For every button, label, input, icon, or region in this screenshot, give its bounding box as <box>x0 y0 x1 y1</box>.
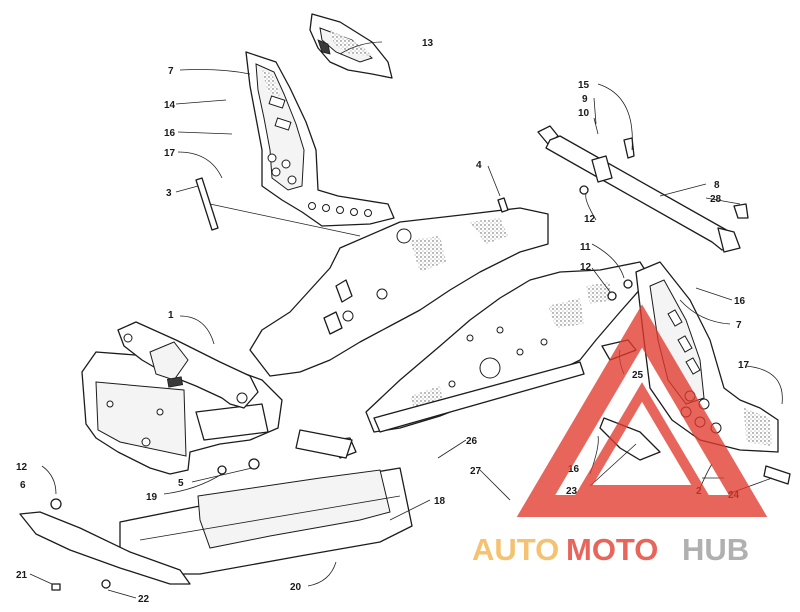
watermark-logo: AUTO MOTO HUB <box>472 304 768 567</box>
callout-7: 7 <box>736 320 742 331</box>
callout-16: 16 <box>164 128 176 139</box>
callout-23: 23 <box>566 486 578 497</box>
callout-7: 7 <box>168 66 174 77</box>
callout-12: 12 <box>16 462 28 473</box>
watermark-text-moto: MOTO <box>566 532 658 567</box>
callout-6: 6 <box>20 480 26 491</box>
callout-26: 26 <box>466 436 478 447</box>
callout-28: 28 <box>710 194 722 205</box>
callout-27: 27 <box>470 466 482 477</box>
callout-16: 16 <box>568 464 580 475</box>
callout-8: 8 <box>714 180 720 191</box>
callout-10: 10 <box>578 108 590 119</box>
rod-part <box>175 177 219 231</box>
callout-labels: 13 7 14 16 17 3 4 1 15 9 10 8 28 12 11 1… <box>16 38 750 605</box>
callout-12: 12 <box>580 262 592 273</box>
watermark-text-auto: AUTO <box>472 532 559 567</box>
left-footrest-bracket <box>245 51 395 227</box>
callout-1: 1 <box>168 310 174 321</box>
front-bumper-skid <box>19 498 191 591</box>
callout-22: 22 <box>138 594 150 605</box>
callout-4: 4 <box>476 160 482 171</box>
callout-12: 12 <box>584 214 596 225</box>
callout-14: 14 <box>164 100 176 111</box>
callout-9: 9 <box>582 94 588 105</box>
callout-5: 5 <box>178 478 184 489</box>
callout-25: 25 <box>632 370 644 381</box>
callout-15: 15 <box>578 80 590 91</box>
callout-20: 20 <box>290 582 302 593</box>
callout-17: 17 <box>164 148 176 159</box>
belly-pan <box>119 467 413 575</box>
callout-13: 13 <box>422 38 434 49</box>
nose-cone-part <box>309 13 393 79</box>
callout-17: 17 <box>738 360 750 371</box>
callout-19: 19 <box>146 492 158 503</box>
callout-21: 21 <box>16 570 28 581</box>
steering-crossshaft <box>537 125 749 253</box>
callout-3: 3 <box>166 188 172 199</box>
callout-16: 16 <box>734 296 746 307</box>
watermark-text-hub: HUB <box>682 532 749 567</box>
chassis-frame <box>81 207 651 475</box>
callout-18: 18 <box>434 496 446 507</box>
callout-11: 11 <box>580 242 591 253</box>
